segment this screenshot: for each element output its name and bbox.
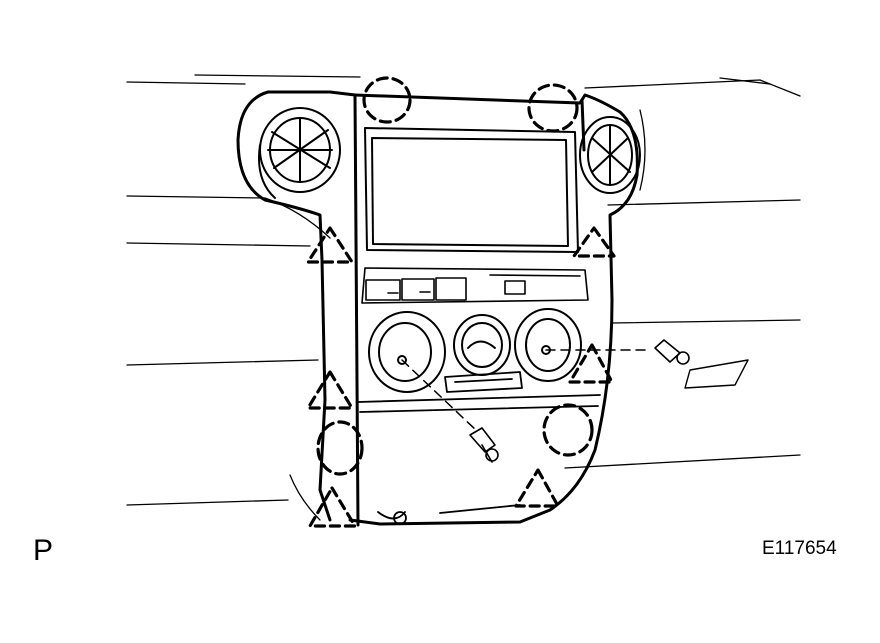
switch-row [361,267,589,304]
center-trim-bezel [236,90,639,527]
claw-fitting-marks [316,76,594,476]
guide-lines [401,349,651,433]
climate-knob-center [453,314,511,376]
climate-knob-right [514,308,582,382]
display-screen [364,127,579,253]
screw-icon [654,339,690,365]
right-air-vent [579,116,641,194]
view-label: P [33,534,54,567]
climate-knob-left [368,311,446,393]
dashboard-outline [126,74,801,521]
left-air-vent [258,107,341,199]
clip-fitting-marks [306,226,616,528]
clip-cover [684,359,749,389]
figure-id: E117654 [762,538,837,559]
screw-icon [469,427,499,463]
lower-panel [357,371,601,525]
